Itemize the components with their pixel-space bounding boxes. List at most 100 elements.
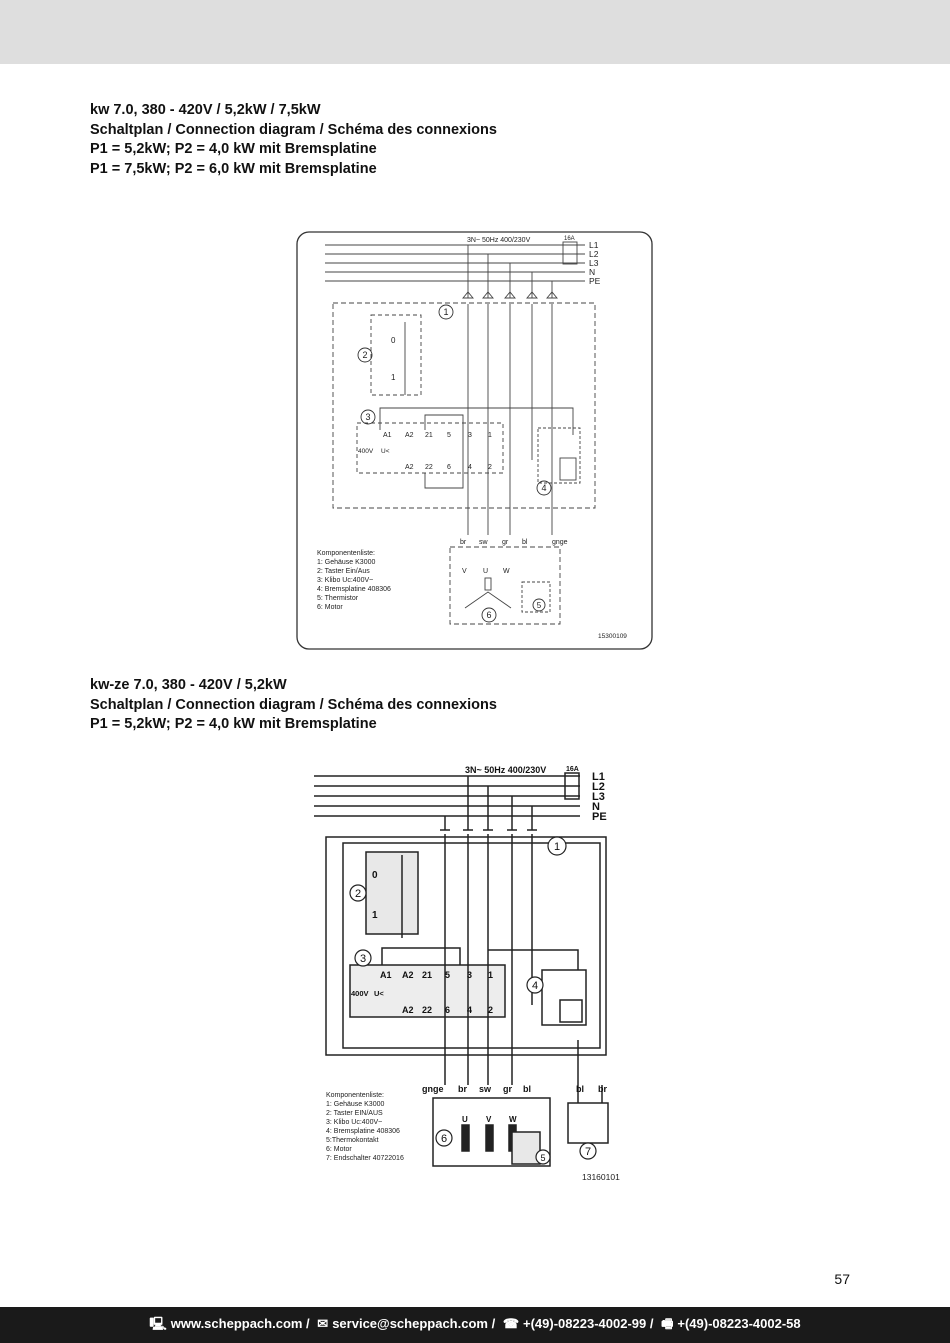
d1-contact-2: 2 bbox=[488, 464, 492, 471]
footer-phone: +(49)-08223-4002-99 / bbox=[523, 1316, 654, 1331]
d2-switch-off: 0 bbox=[372, 870, 378, 881]
d2-component-4: 4: Bremsplatine 408306 bbox=[326, 1128, 400, 1135]
d1-component-3: 3: Klibo Uc:400V~ bbox=[317, 577, 373, 584]
d2-component-5: 5:Thermokontakt bbox=[326, 1137, 379, 1144]
d1-line-n: N bbox=[589, 267, 595, 277]
fax-icon: 🖷 bbox=[661, 1316, 674, 1331]
footer-website[interactable]: www.scheppach.com / bbox=[170, 1316, 310, 1331]
d2-callout-7: 7 bbox=[585, 1146, 591, 1158]
section1-heading: kw 7.0, 380 - 420V / 5,2kW / 7,5kW Schal… bbox=[90, 101, 497, 179]
d2-contact-4: 4 bbox=[467, 1005, 472, 1015]
d1-contact-5: 5 bbox=[447, 432, 451, 439]
section1-power-line-2: P1 = 7,5kW; P2 = 6,0 kW mit Bremsplatine bbox=[90, 160, 377, 177]
d1-component-1: 1: Gehäuse K3000 bbox=[317, 559, 375, 566]
d2-callout-2: 2 bbox=[355, 888, 361, 900]
d1-supply-label: 3N~ 50Hz 400/230V bbox=[467, 237, 531, 244]
section2-title: kw-ze 7.0, 380 - 420V / 5,2kW bbox=[90, 677, 287, 693]
d2-contact-a2: A2 bbox=[402, 970, 414, 980]
d1-contact-a1: A1 bbox=[383, 432, 392, 439]
section2-subtitle: Schaltplan / Connection diagram / Schéma… bbox=[90, 696, 497, 713]
d1-wire-br: br bbox=[460, 539, 467, 546]
d2-wire-br: br bbox=[458, 1084, 467, 1094]
d2-contact-3: 3 bbox=[467, 970, 472, 980]
d1-switch-off: 0 bbox=[391, 336, 396, 345]
d2-motor-u: U bbox=[462, 1115, 468, 1124]
d2-components-title: Komponentenliste: bbox=[326, 1092, 384, 1099]
d1-coil-symbol: U< bbox=[381, 448, 390, 455]
d1-line-l3: L3 bbox=[589, 258, 599, 268]
d1-wire-bl: bl bbox=[522, 539, 528, 546]
d2-contact-21: 21 bbox=[422, 970, 432, 980]
footer-email[interactable]: service@scheppach.com / bbox=[332, 1316, 496, 1331]
d2-fuse-label: 16A bbox=[566, 766, 579, 773]
d1-switch-on: 1 bbox=[391, 373, 396, 382]
footer-bar: 🖳www.scheppach.com / ✉service@scheppach.… bbox=[0, 1307, 950, 1343]
d2-component-1: 1: Gehäuse K3000 bbox=[326, 1101, 384, 1108]
d2-wire-sw: sw bbox=[479, 1084, 492, 1094]
d1-component-5: 5: Thermistor bbox=[317, 595, 359, 602]
d1-line-pe: PE bbox=[589, 276, 601, 286]
d2-callout-3: 3 bbox=[360, 953, 366, 965]
footer-fax: +(49)-08223-4002-58 bbox=[677, 1316, 801, 1331]
d2-callout-4: 4 bbox=[532, 980, 538, 992]
d1-contact-6: 6 bbox=[447, 464, 451, 471]
d1-motor-v: V bbox=[462, 568, 467, 575]
d2-line-n: N bbox=[592, 801, 600, 813]
d1-coil-voltage: 400V bbox=[358, 448, 374, 455]
d2-contact-5: 5 bbox=[445, 970, 450, 980]
page-number: 57 bbox=[834, 1271, 850, 1287]
section1-subtitle: Schaltplan / Connection diagram / Schéma… bbox=[90, 121, 497, 138]
d2-wire-right-bl: bl bbox=[576, 1084, 584, 1094]
header-band bbox=[0, 0, 950, 64]
connection-diagram-2: 3N~ 50Hz 400/230V 16A L1 L2 L3 N PE 0 1 … bbox=[314, 765, 620, 1182]
d1-contact-21: 21 bbox=[425, 432, 433, 439]
d2-coil-voltage: 400V bbox=[351, 989, 369, 998]
d2-wire-gr: gr bbox=[503, 1084, 512, 1094]
d2-contact-a2-bottom: A2 bbox=[402, 1005, 414, 1015]
d2-contact-1: 1 bbox=[488, 970, 493, 980]
d1-callout-2: 2 bbox=[362, 350, 367, 360]
d2-contact-a1: A1 bbox=[380, 970, 392, 980]
d1-contact-a2: A2 bbox=[405, 432, 414, 439]
d1-line-l2: L2 bbox=[589, 249, 599, 259]
d1-component-2: 2: Taster Ein/Aus bbox=[317, 568, 370, 575]
d1-wire-gnge: gnge bbox=[552, 539, 568, 546]
d2-coil-symbol: U< bbox=[374, 989, 384, 998]
d2-callout-1: 1 bbox=[554, 841, 560, 853]
d2-component-2: 2: Taster EIN/AUS bbox=[326, 1110, 383, 1117]
d1-contact-3: 3 bbox=[468, 432, 472, 439]
phone-icon: ☎ bbox=[502, 1316, 520, 1331]
d2-callout-5: 5 bbox=[540, 1153, 545, 1163]
d2-drawing-number: 13160101 bbox=[582, 1172, 620, 1182]
section2-heading: kw-ze 7.0, 380 - 420V / 5,2kW Schaltplan… bbox=[90, 676, 497, 735]
d1-contact-a2-bottom: A2 bbox=[405, 464, 414, 471]
d1-component-4: 4: Bremsplatine 408306 bbox=[317, 586, 391, 593]
d1-fuse-label: 16A bbox=[564, 236, 575, 242]
connection-diagram-1: 3N~ 50Hz 400/230V 16A L1 L2 L3 N PE 0 1 … bbox=[296, 231, 653, 650]
computer-icon: 🖳 bbox=[149, 1316, 167, 1331]
d1-contact-22: 22 bbox=[425, 464, 433, 471]
d2-motor-v: V bbox=[486, 1115, 492, 1124]
d1-callout-1: 1 bbox=[443, 307, 448, 317]
d2-contact-2: 2 bbox=[488, 1005, 493, 1015]
d2-contact-22: 22 bbox=[422, 1005, 432, 1015]
d1-callout-4: 4 bbox=[541, 483, 546, 493]
d2-component-6: 6: Motor bbox=[326, 1146, 352, 1153]
d1-component-6: 6: Motor bbox=[317, 604, 343, 611]
d1-callout-3: 3 bbox=[365, 412, 370, 422]
d2-supply-label: 3N~ 50Hz 400/230V bbox=[465, 765, 546, 775]
d2-line-l3: L3 bbox=[592, 791, 605, 803]
d1-components-title: Komponentenliste: bbox=[317, 550, 375, 557]
d2-wire-gnge: gnge bbox=[422, 1084, 444, 1094]
section1-power-line-1: P1 = 5,2kW; P2 = 4,0 kW mit Bremsplatine bbox=[90, 141, 377, 157]
d2-component-3: 3: Klibo Uc:400V~ bbox=[326, 1119, 382, 1126]
d2-switch-on: 1 bbox=[372, 910, 378, 921]
d2-line-l1: L1 bbox=[592, 771, 605, 783]
d1-callout-6: 6 bbox=[486, 610, 491, 620]
d2-motor-w: W bbox=[509, 1115, 517, 1124]
d1-line-l1: L1 bbox=[589, 240, 599, 250]
d1-drawing-number: 15300109 bbox=[598, 633, 627, 640]
mail-icon: ✉ bbox=[317, 1316, 329, 1331]
d2-line-l2: L2 bbox=[592, 781, 605, 793]
section1-title: kw 7.0, 380 - 420V / 5,2kW / 7,5kW bbox=[90, 102, 321, 118]
